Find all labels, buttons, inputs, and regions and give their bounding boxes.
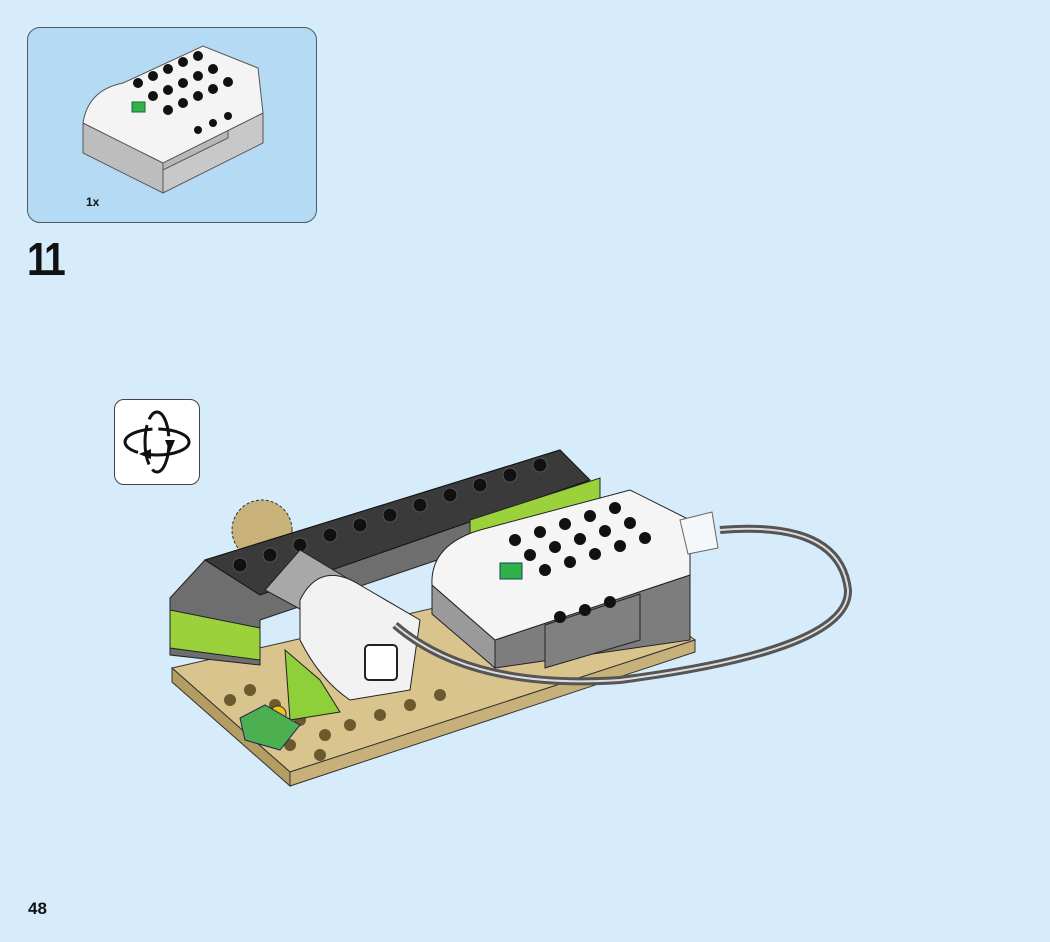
rotate-model-icon <box>114 399 200 485</box>
part-quantity: 1x <box>86 195 100 209</box>
parts-callout: 1x <box>27 27 317 223</box>
step-number: 11 <box>27 233 66 285</box>
smarthub-part-image <box>82 45 264 194</box>
page-number: 48 <box>28 899 47 918</box>
